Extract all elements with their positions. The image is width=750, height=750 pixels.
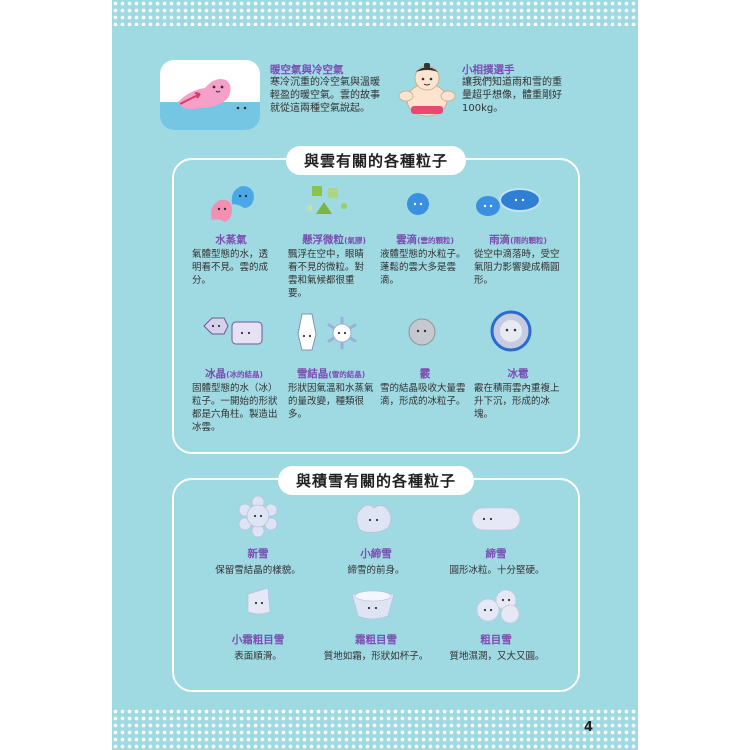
- cloud-item-title: 冰晶(冰的結晶): [205, 368, 263, 380]
- raindrop-icon: [476, 188, 541, 216]
- cloud-item-text: 從空中滴落時，受空氣阻力影響變成橢圓形。: [474, 249, 560, 286]
- cloud-item-text: 形狀因氣溫和水蒸氣的量改變，種類很多。: [288, 383, 374, 420]
- snow-section-title: 與積雪有關的各種粒子: [277, 466, 475, 495]
- snow-crystal-icon: [297, 313, 357, 351]
- cloud-item-title: 霰: [419, 368, 431, 380]
- small-faceted-snow-icon: [247, 587, 271, 615]
- cloud-item-text: 雪的結晶吸收大量雲滴，形成的冰粒子。: [380, 383, 466, 407]
- depth-hoar-icon: [351, 590, 395, 620]
- snow-item-title: 霜粗目雪: [355, 634, 397, 646]
- hail-icon: [490, 310, 532, 352]
- aerosol-icon: [307, 186, 347, 214]
- cloud-particles-section: 與雲有關的各種粒子 水蒸氣 氣體型態的水，透明看不見。雲的成分。: [172, 146, 580, 454]
- snow-item-title: 新雪: [247, 548, 269, 560]
- graupel-icon: [408, 318, 436, 346]
- cloud-section-title: 與雲有關的各種粒子: [285, 146, 467, 175]
- cloud-item-text: 固體型態的水（冰）粒子。一開始的形狀都是六角柱。製造出冰雲。: [192, 383, 278, 433]
- cloud-item-text: 霰在積雨雲內重複上升下沉，形成的冰塊。: [474, 383, 560, 420]
- snow-item-title: 小霜粗目雪: [231, 634, 285, 646]
- ice-crystal-icon: [203, 317, 263, 345]
- intro-left-text: 寒冷沉重的冷空氣與溫暖輕盈的暖空氣。雲的故事就從這兩種空氣說起。: [270, 77, 380, 114]
- snow-item-text: 質地如霜，形狀如杯子。: [323, 651, 429, 662]
- cloud-item-title: 雲滴(雲的顆粒): [396, 234, 454, 246]
- page-number: 4: [584, 720, 594, 735]
- cloud-item-title: 雨滴(雨的顆粒): [489, 234, 547, 246]
- cloud-item-text: 氣體型態的水，透明看不見。雲的成分。: [192, 249, 269, 286]
- snow-item-text: 保留雪結晶的樣貌。: [215, 565, 301, 576]
- snow-item-title: 小締雪: [360, 548, 392, 560]
- snow-item-text: 表面順滑。: [234, 651, 282, 662]
- small-compacted-snow-icon: [356, 504, 392, 533]
- page: 暖空氣與冷空氣 寒冷沉重的冷空氣與溫暖輕盈的暖空氣。雲的故事就從這兩種空氣說起。…: [112, 0, 638, 750]
- top-dot-border: [112, 0, 638, 26]
- bottom-dot-border: 4: [112, 708, 638, 750]
- sumo-wrestler-illustration: [398, 60, 456, 122]
- water-vapor-icon: [211, 186, 254, 222]
- snow-item-title: 締雪: [485, 548, 507, 560]
- cloud-item-title: 冰雹: [507, 368, 529, 380]
- snow-item-text: 圓形冰粒。十分堅硬。: [449, 565, 545, 576]
- cloud-item-text: 液體型態的水粒子。蓬鬆的雲大多是雲滴。: [380, 249, 466, 286]
- intro-right-title: 小相撲選手: [462, 64, 515, 76]
- warm-cold-air-illustration: [160, 60, 260, 130]
- cloud-item-title: 懸浮微粒(氣膠): [302, 234, 366, 246]
- cloud-droplet-icon: [407, 193, 429, 215]
- intro-left-title: 暖空氣與冷空氣: [270, 64, 344, 76]
- new-snow-icon: [238, 495, 278, 538]
- snow-particles-section: 與積雪有關的各種粒子 新雪 保留雪結晶的樣貌。 小締雪 締雪的前身。 締雪 圓形…: [172, 466, 580, 692]
- intro-right-text: 讓我們知道雨和雪的重量超乎想像，體重剛好100kg。: [462, 77, 562, 114]
- compacted-snow-icon: [471, 507, 521, 531]
- snow-item-text: 締雪的前身。: [347, 565, 405, 576]
- cloud-item-title: 雪結晶(雪的結晶): [296, 368, 366, 380]
- cloud-item-text: 飄浮在空中，眼睛看不見的微粒。對雲和氣候都很重要。: [288, 249, 365, 299]
- granular-snow-icon: [476, 589, 520, 624]
- snow-item-text: 質地濕潤，又大又圓。: [449, 651, 545, 662]
- cloud-item-title: 水蒸氣: [215, 234, 247, 246]
- snow-item-title: 粗目雪: [480, 634, 512, 646]
